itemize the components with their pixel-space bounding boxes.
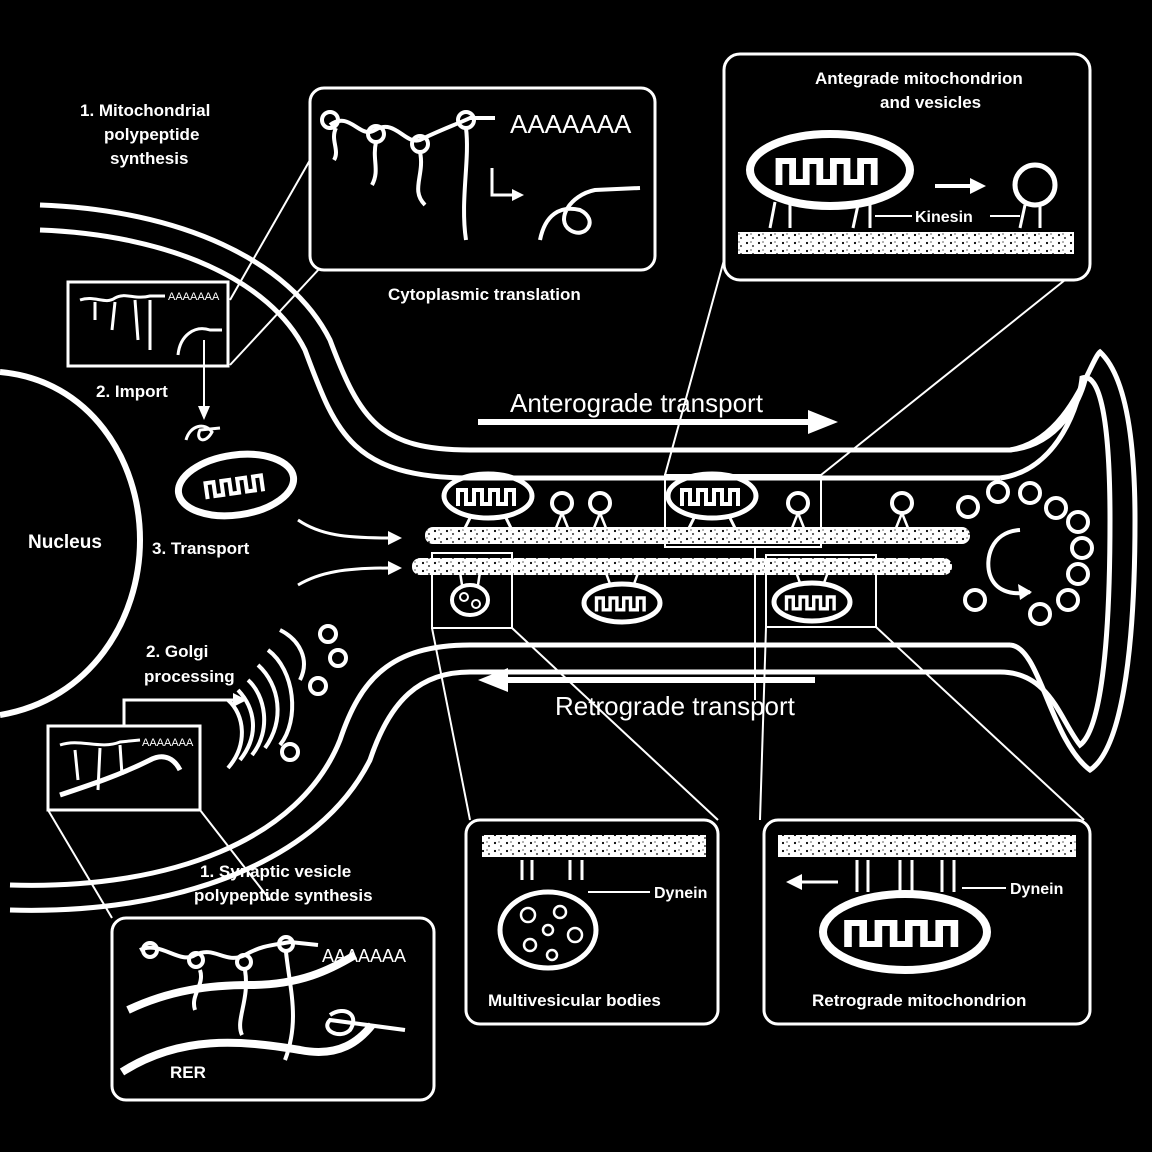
golgi-processing-label: 2. Golgi processing (144, 642, 235, 686)
polya-small-label: AAAAAAA (168, 291, 220, 303)
inset-small-translation: AAAAAAA (66, 280, 230, 368)
mitochondrion-anterograde-1 (441, 471, 535, 531)
inset-retrograde-mitochondrion: Dynein Retrograde mitochondrion (762, 818, 1092, 1026)
retrograde-transport-label: Retrograde transport (555, 691, 796, 721)
golgi-arrow (122, 698, 235, 725)
kinesin-label: Kinesin (915, 209, 973, 226)
polya-small-rer: AAAAAAA (142, 737, 194, 749)
import-protein (184, 424, 221, 442)
import-label: 2. Import (96, 382, 168, 401)
callout-frames (431, 474, 877, 629)
retrograde-mitochondrion-label: Retrograde mitochondrion (812, 991, 1026, 1010)
microtubule-upper (425, 527, 970, 544)
inset-rer: AAAAAAA RER (110, 916, 436, 1102)
dynein-label-mito: Dynein (1010, 881, 1063, 898)
inset-cytoplasmic-translation: AAAAAAA (308, 86, 657, 272)
recycling-arrowhead (1018, 584, 1032, 600)
callout-lines (47, 159, 1091, 919)
dynein-label-mvb: Dynein (654, 885, 707, 902)
transport-label: 3. Transport (152, 539, 250, 558)
inset-antegrade-mitochondrion: Antegrade mitochondrion and vesicles Kin… (722, 52, 1092, 282)
multivesicular-body-small (450, 571, 490, 617)
golgi-apparatus (226, 628, 306, 770)
recycling-arrow (986, 528, 1031, 596)
mitochondrion-retrograde-2 (771, 571, 853, 624)
vesicles-anterograde (550, 491, 914, 529)
mitochondrial-synthesis-label: 1. Mitochondrial polypeptide synthesis (80, 101, 215, 168)
retrograde-arrowhead (478, 668, 508, 692)
antegrade-label: Antegrade mitochondrion and vesicles (815, 69, 1028, 112)
mitochondrion-retrograde-1 (581, 572, 663, 625)
cell-membrane (9, 202, 1138, 913)
inset-multivesicular-bodies: Dynein Multivesicular bodies (464, 818, 720, 1026)
synaptic-vesicle-synthesis-label: 1. Synaptic vesicle polypeptide synthesi… (194, 862, 373, 905)
nucleus-outline (0, 369, 144, 718)
golgi-vesicles (280, 624, 348, 762)
inset-small-rer: AAAAAAA (46, 724, 202, 812)
anterograde-arrowhead (808, 410, 838, 434)
rer-label: RER (170, 1063, 206, 1082)
polya-tail-label: AAAAAAA (510, 109, 632, 139)
golgi-arrowhead (233, 693, 247, 707)
soma-mitochondrion (174, 450, 298, 520)
import-arrowhead (198, 406, 210, 420)
anterograde-transport-label: Anterograde transport (510, 388, 764, 418)
mitochondrion-anterograde-2 (665, 471, 759, 531)
nucleus-label: Nucleus (28, 532, 102, 553)
transport-arrows (297, 518, 402, 587)
mvb-label: Multivesicular bodies (488, 991, 661, 1010)
microtubule-lower (412, 558, 952, 575)
synaptic-vesicles-terminal (956, 480, 1094, 626)
cytoplasmic-translation-label: Cytoplasmic translation (388, 285, 581, 304)
